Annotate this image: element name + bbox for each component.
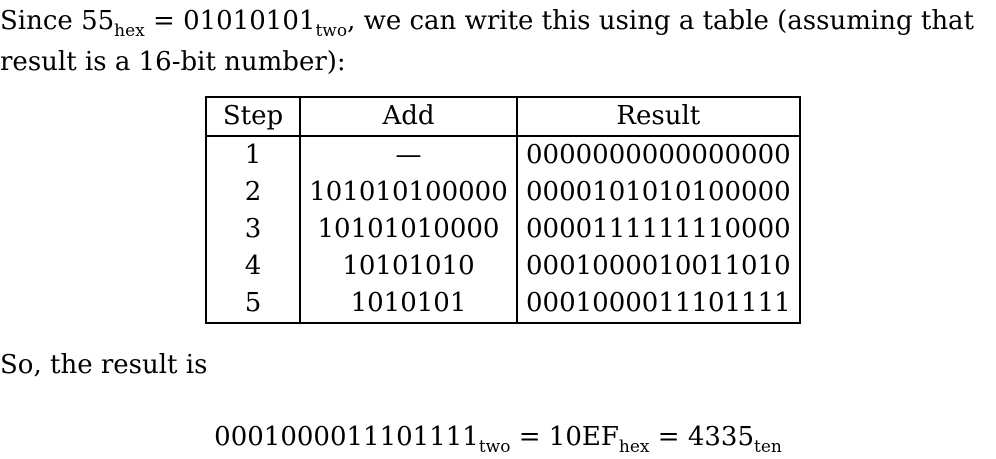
cell-step: 1 <box>206 136 301 174</box>
table-row: 4 10101010 0001000010011010 <box>206 248 800 285</box>
intro-text-end: , we can write this using a table (assum… <box>347 6 975 36</box>
intro-line-1: Since 55hex = 01010101two, we can write … <box>0 2 996 43</box>
table-row: 2 101010100000 0000101010100000 <box>206 174 800 211</box>
cell-result: 0001000011101111 <box>526 288 791 318</box>
cell-step: 4 <box>206 248 301 285</box>
multiplication-steps-table: Step Add Result 1 — 0000000000000000 2 1… <box>205 96 801 324</box>
intro-text-start: Since 55 <box>0 6 115 36</box>
intro-paragraph: Since 55hex = 01010101two, we can write … <box>0 2 996 81</box>
equation-binary: 0001000011101111 <box>214 422 479 452</box>
conclusion-text: So, the result is <box>0 350 208 380</box>
intro-line-2: result is a 16-bit number): <box>0 47 346 77</box>
cell-add: 10101010 <box>300 248 518 285</box>
cell-result: 0000000000000000 <box>526 140 791 170</box>
cell-step: 5 <box>206 285 301 323</box>
cell-step: 2 <box>206 174 301 211</box>
cell-result: 0001000010011010 <box>526 251 791 281</box>
equation-two-subscript: two <box>478 437 511 457</box>
cell-add: 1010101 <box>300 285 518 323</box>
header-result: Result <box>517 97 800 137</box>
table-row: 5 1010101 0001000011101111 <box>206 285 800 323</box>
equation-hex-subscript: hex <box>618 437 650 457</box>
header-step: Step <box>206 97 301 137</box>
cell-step: 3 <box>206 211 301 248</box>
equation-ten-subscript: ten <box>753 437 782 457</box>
header-add: Add <box>300 97 518 137</box>
equation-decimal-value: = 4335 <box>649 422 754 452</box>
table-row: 1 — 0000000000000000 <box>206 136 800 174</box>
cell-add: 101010100000 <box>300 174 518 211</box>
two-subscript: two <box>315 21 348 41</box>
result-equation: 0001000011101111two = 10EFhex = 4335ten <box>0 418 996 459</box>
cell-result: 0000101010100000 <box>526 177 791 207</box>
equation-hex-value: = 10EF <box>510 422 619 452</box>
table-row: 3 10101010000 0000111111110000 <box>206 211 800 248</box>
cell-result: 0000111111110000 <box>526 214 791 244</box>
table-header-row: Step Add Result <box>206 97 800 137</box>
cell-add: 10101010000 <box>300 211 518 248</box>
cell-add: — <box>300 136 518 174</box>
intro-equals-binary: = 01010101 <box>144 6 316 36</box>
hex-subscript: hex <box>114 21 145 41</box>
